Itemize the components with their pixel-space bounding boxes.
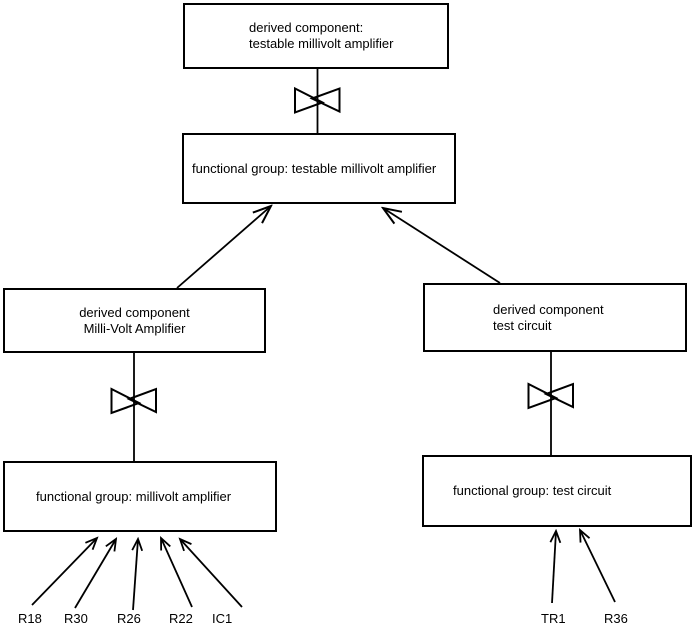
edge-left-derived-to-top-functional xyxy=(176,206,271,289)
node-derived-test-circuit: derived component test circuit xyxy=(423,283,687,352)
component-label-r18: R18 xyxy=(18,611,42,626)
node-label-line2: Milli-Volt Amplifier xyxy=(83,320,186,336)
edge-r22 xyxy=(161,538,193,608)
edge-ic1 xyxy=(180,539,243,608)
node-label: functional group: millivolt amplifier xyxy=(36,488,232,504)
component-label-r22: R22 xyxy=(169,611,193,626)
edge-r30 xyxy=(74,539,116,609)
component-label-r26: R26 xyxy=(117,611,141,626)
node-label-line1: derived component xyxy=(493,301,604,317)
node-functional-group-testable-millivolt-amplifier: functional group: testable millivolt amp… xyxy=(182,133,456,204)
node-label-line1: derived component: xyxy=(249,20,364,35)
edge-right-derived-to-top-functional xyxy=(383,208,501,284)
node-label-line1: derived component xyxy=(79,304,190,320)
bowtie-icon xyxy=(527,382,574,410)
node-label: functional group: testable millivolt amp… xyxy=(192,160,437,176)
node-functional-group-test-circuit: functional group: test circuit xyxy=(422,455,692,527)
edge-r18 xyxy=(31,538,97,606)
edge-r26 xyxy=(133,539,138,611)
node-label: functional group: test circuit xyxy=(453,483,612,498)
bowtie-icon xyxy=(110,387,157,415)
node-functional-group-millivolt-amplifier: functional group: millivolt amplifier xyxy=(3,461,277,532)
node-derived-milli-volt-amplifier: derived component Milli-Volt Amplifier xyxy=(3,288,266,353)
edge-tr1 xyxy=(552,531,556,604)
bowtie-icon xyxy=(294,86,341,114)
node-label-line2: test circuit xyxy=(493,317,552,333)
node-derived-testable-millivolt-amplifier: derived component: testable millivolt am… xyxy=(183,3,449,69)
node-label-line2: testable millivolt amplifier xyxy=(249,36,394,51)
component-label-ic1: IC1 xyxy=(212,611,233,626)
edge-r36 xyxy=(580,530,616,603)
component-label-r30: R30 xyxy=(64,611,88,626)
component-label-r36: R36 xyxy=(604,611,628,626)
component-label-tr1: TR1 xyxy=(541,611,566,626)
